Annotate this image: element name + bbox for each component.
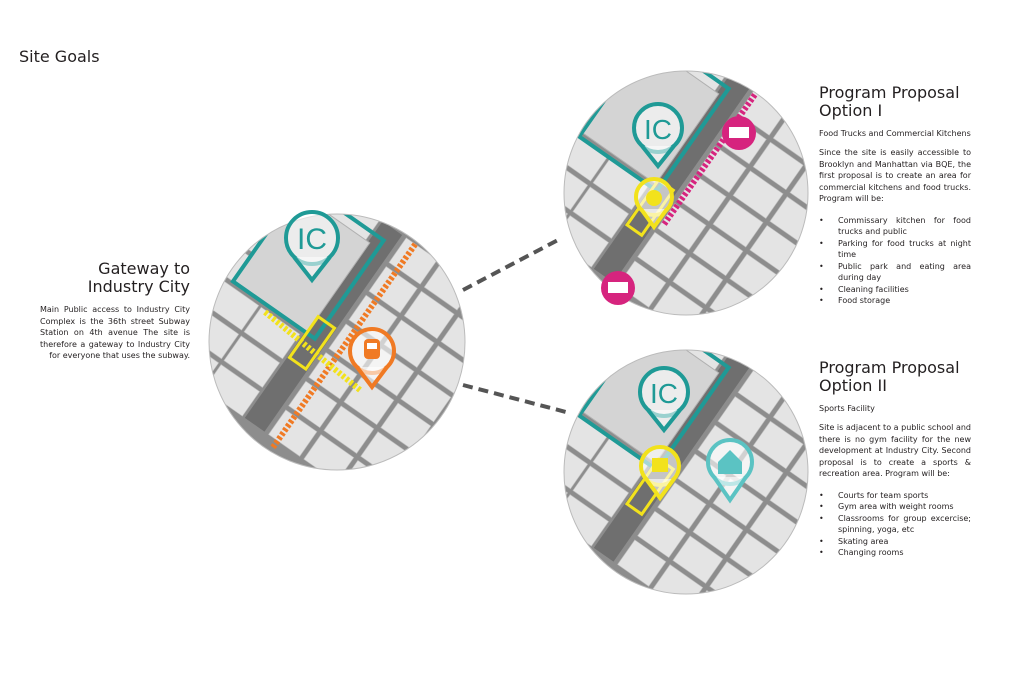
city-block bbox=[672, 256, 724, 305]
option1-map bbox=[564, 16, 808, 315]
gateway-description: Main Public access to Industry City Comp… bbox=[40, 305, 190, 360]
subway-pin-icon bbox=[348, 327, 396, 391]
city-block bbox=[752, 420, 804, 470]
city-block bbox=[692, 227, 744, 277]
city-block bbox=[460, 287, 465, 337]
food-truck-icon bbox=[722, 116, 756, 150]
city-block bbox=[789, 446, 808, 495]
option1-description: Since the site is easily accessible to B… bbox=[819, 148, 971, 203]
option1-title-line1: Program Proposal bbox=[819, 83, 960, 102]
city-block bbox=[400, 373, 452, 423]
gateway-title-line2: Industry City bbox=[87, 277, 190, 296]
city-block bbox=[692, 506, 744, 556]
school-pin-icon bbox=[706, 438, 754, 504]
list-item: Changing rooms bbox=[819, 547, 971, 559]
gateway-section: Gateway to Industry City Main Public acc… bbox=[40, 260, 190, 362]
food-pin-icon bbox=[634, 177, 674, 231]
ic-pin-icon: IC bbox=[284, 210, 340, 284]
option1-list: Commissary kitchen for food trucks and p… bbox=[819, 215, 971, 307]
city-block bbox=[368, 266, 418, 314]
svg-text:IC: IC bbox=[644, 114, 672, 145]
city-block bbox=[634, 16, 688, 66]
option2-section: Program Proposal Option II Sports Facili… bbox=[819, 359, 971, 559]
city-block bbox=[752, 141, 804, 191]
city-block bbox=[440, 316, 465, 365]
list-item: Cleaning facilities bbox=[819, 284, 971, 296]
city-block bbox=[572, 186, 630, 239]
option2-title-line1: Program Proposal bbox=[819, 358, 960, 377]
city-block bbox=[732, 170, 784, 219]
city-block bbox=[637, 510, 687, 559]
list-item: Commissary kitchen for food trucks and p… bbox=[819, 215, 971, 238]
city-block bbox=[223, 335, 281, 388]
page-title: Site Goals bbox=[19, 47, 100, 66]
city-block bbox=[637, 231, 687, 280]
food-truck-icon bbox=[601, 271, 635, 305]
city-block bbox=[209, 307, 240, 360]
connector-option2 bbox=[462, 383, 567, 414]
list-item: Gym area with weight rooms bbox=[819, 501, 971, 513]
city-block bbox=[652, 285, 704, 315]
city-block bbox=[308, 352, 358, 400]
connector-option1 bbox=[462, 238, 559, 292]
option2-title-line2: Option II bbox=[819, 376, 887, 395]
sports-pin-icon bbox=[639, 445, 681, 502]
svg-text:IC: IC bbox=[650, 378, 678, 409]
option2-list: Courts for team sports Gym area with wei… bbox=[819, 490, 971, 559]
list-item: Food storage bbox=[819, 295, 971, 307]
city-block bbox=[403, 290, 455, 340]
city-block bbox=[689, 589, 741, 594]
city-block bbox=[243, 306, 301, 360]
option1-title-line2: Option I bbox=[819, 101, 883, 120]
ic-pin-icon: IC bbox=[632, 102, 684, 170]
city-block bbox=[564, 466, 569, 518]
option2-description: Site is adjacent to a public school and … bbox=[819, 423, 971, 478]
city-block bbox=[388, 237, 438, 285]
list-item: Parking for food trucks at night time bbox=[819, 238, 971, 261]
svg-text:IC: IC bbox=[297, 223, 327, 256]
list-item: Skating area bbox=[819, 536, 971, 548]
city-block bbox=[284, 214, 340, 216]
city-block bbox=[323, 405, 375, 454]
city-block bbox=[343, 376, 395, 426]
city-block bbox=[617, 539, 667, 587]
list-item: Public park and eating area during day bbox=[819, 261, 971, 284]
city-block bbox=[564, 437, 589, 490]
city-block bbox=[652, 564, 704, 594]
option1-section: Program Proposal Option I Food Trucks an… bbox=[819, 84, 971, 307]
city-block bbox=[712, 199, 764, 248]
city-block bbox=[383, 319, 435, 368]
city-block bbox=[672, 535, 724, 584]
gateway-map bbox=[209, 214, 465, 470]
city-block bbox=[564, 187, 569, 239]
city-block bbox=[657, 482, 707, 530]
city-block bbox=[564, 158, 589, 211]
city-block bbox=[572, 465, 630, 518]
city-block bbox=[268, 409, 318, 457]
option2-map bbox=[564, 350, 808, 594]
city-block bbox=[717, 396, 767, 444]
ic-pin-icon: IC bbox=[638, 366, 690, 434]
list-item: Classrooms for group excercise; spinning… bbox=[819, 513, 971, 536]
list-item: Courts for team sports bbox=[819, 490, 971, 502]
city-block bbox=[288, 380, 338, 429]
option2-subtitle: Sports Facility bbox=[819, 404, 875, 413]
option1-subtitle: Food Trucks and Commercial Kitchens bbox=[819, 129, 971, 138]
city-block bbox=[789, 167, 808, 216]
gateway-title-line1: Gateway to bbox=[98, 259, 190, 278]
